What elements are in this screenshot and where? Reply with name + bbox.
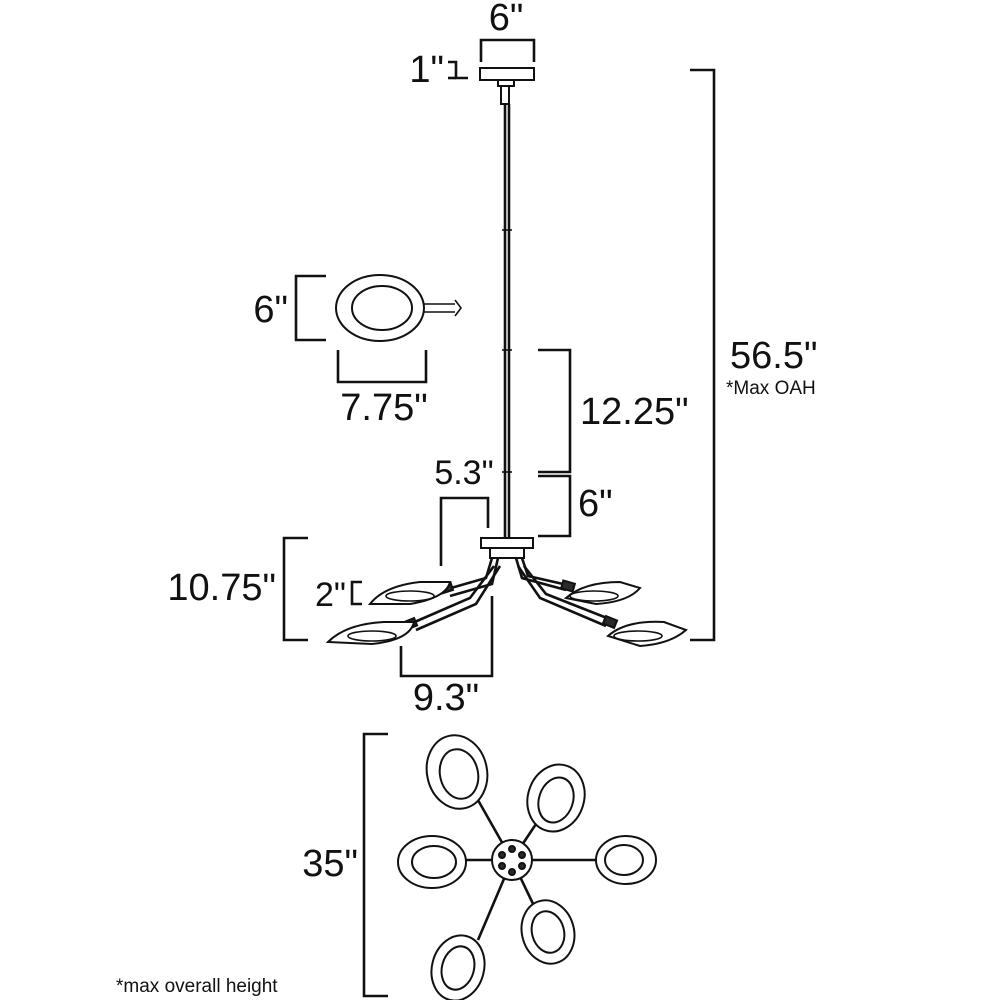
diameter-label: 35" (302, 843, 358, 885)
overall-height-label: 56.5" (730, 335, 817, 377)
shade-height-label: 6" (253, 289, 288, 331)
top-shade (526, 763, 586, 833)
overall-height-note: *Max OAH (726, 378, 816, 399)
diameter-bracket (362, 732, 388, 998)
shade-width-bracket (336, 350, 428, 384)
fixture-height-bracket (282, 536, 308, 642)
hub-to-rod-label: 6" (578, 483, 613, 525)
canopy-width-label: 6" (489, 0, 524, 39)
shade-depth-label: 2" (315, 576, 346, 614)
canopy-width-bracket (479, 38, 536, 62)
arm-offset-bracket (439, 496, 490, 566)
hub-to-rod-bracket (538, 474, 572, 538)
arm-offset-label: 5.3" (434, 454, 493, 492)
rod-segment-label: 12.25" (580, 391, 689, 433)
canopy-height-bracket (448, 60, 468, 80)
footnote: *max overall height (116, 976, 278, 997)
top-shade (430, 934, 486, 1002)
arm-reach-label: 9.3" (413, 677, 479, 719)
side-view-fixture (325, 537, 688, 648)
shade-width-label: 7.75" (340, 387, 427, 429)
down-rod (500, 85, 512, 540)
shade-detail (335, 274, 462, 342)
shade-height-bracket (294, 274, 326, 342)
shade-depth-bracket (350, 580, 362, 606)
top-shade (425, 734, 489, 810)
top-view-fixture (397, 734, 657, 1002)
overall-height-bracket (690, 68, 716, 642)
top-shade (595, 835, 657, 885)
canopy (479, 67, 535, 87)
top-shade (397, 835, 467, 889)
fixture-height-label: 10.75" (167, 567, 276, 609)
canopy-height-label: 1" (409, 49, 444, 91)
arm-reach-bracket (399, 596, 494, 678)
rod-segment-bracket (538, 348, 572, 474)
top-shade (520, 899, 576, 965)
